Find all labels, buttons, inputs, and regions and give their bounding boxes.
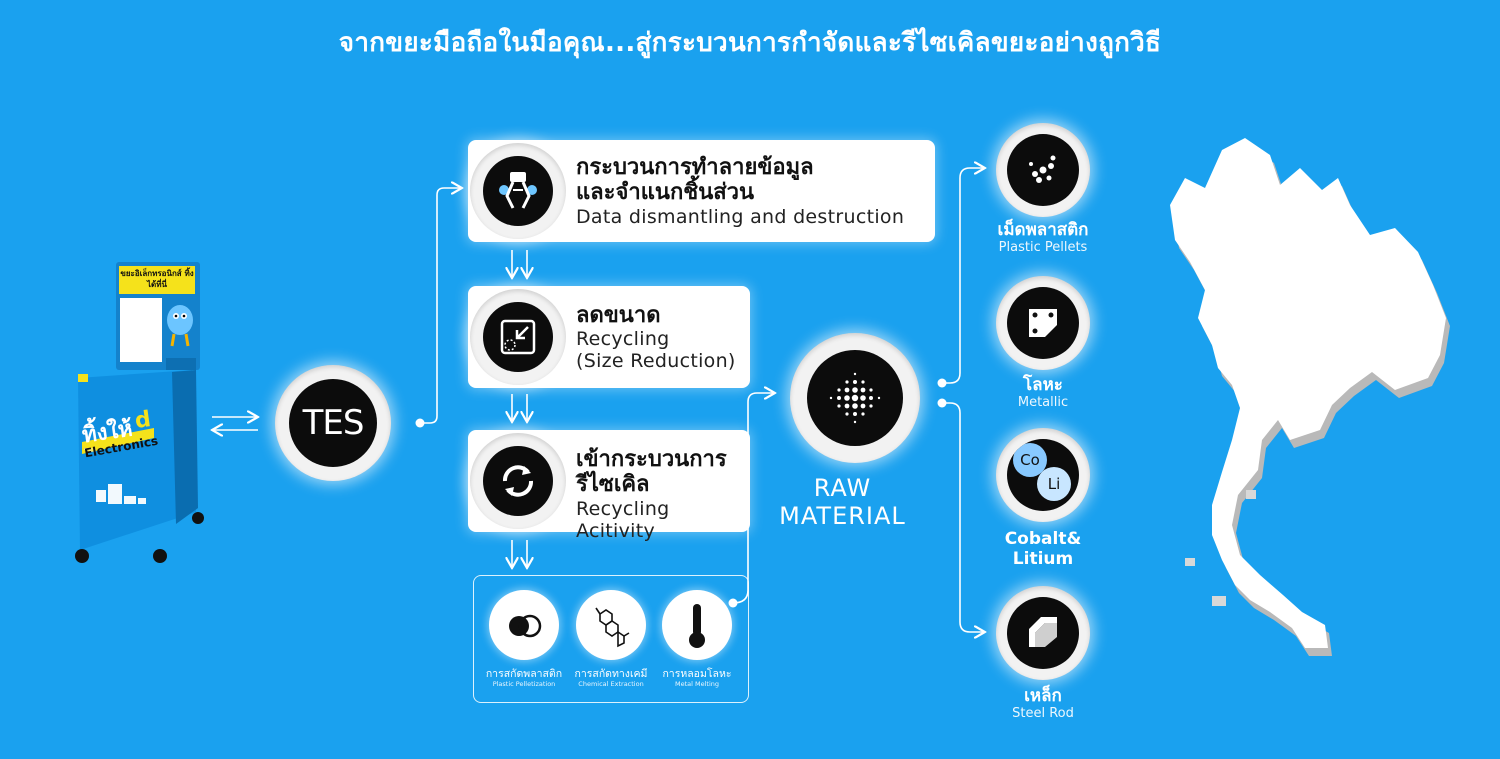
- page-title: จากขยะมือถือในมือคุณ...สู่กระบวนการกำจัด…: [338, 28, 1162, 58]
- bin-sign-text: ขยะอิเล็กทรอนิกส์ ทิ้งได้ที่นี่: [120, 269, 194, 289]
- method-node-plastic: [489, 590, 559, 660]
- process-title-th: กระบวนการทำลายข้อมูล และจำแนกชิ้นส่วน: [576, 155, 814, 205]
- output-node-metallic: [996, 276, 1090, 370]
- steel-rod-icon: [1029, 617, 1057, 647]
- method-node-metal: [662, 590, 732, 660]
- raw-to-steel-connector: [942, 402, 985, 632]
- process-node-recycling: [470, 433, 566, 529]
- bin-brand-small: ขยะ: [84, 446, 97, 454]
- raw-material-node: [790, 333, 920, 463]
- process-node-dismantling: [470, 143, 566, 239]
- cobalt-lithium-icon: Co Li: [1007, 439, 1079, 511]
- process-title-en: Recycling Acitivity: [576, 498, 670, 542]
- tes-label: TES: [302, 403, 365, 443]
- pellet-circles-icon: [509, 614, 542, 638]
- process-title-th: เข้ากระบวนการ รีไซเคิล: [576, 447, 727, 497]
- ewaste-bin: ขยะอิเล็กทรอนิกส์ ทิ้งได้ที่นี่ ขยะ ทิ้ง…: [72, 262, 212, 567]
- process-title-th: ลดขนาด: [576, 303, 661, 328]
- raw-to-pellets-connector: [942, 168, 985, 384]
- size-reduction-icon: [500, 319, 536, 355]
- dot-burst-icon: [829, 372, 881, 424]
- recycling-to-raw-connector: [732, 393, 775, 604]
- claw-icon: [499, 172, 537, 209]
- recycle-icon: [503, 465, 533, 497]
- bin-brand-d: d: [133, 407, 153, 434]
- tes-to-dismantling-connector: [420, 188, 462, 424]
- raw-material-label: RAW MATERIAL: [779, 474, 906, 530]
- method-label-chemical: การสกัดทางเคมีChemical Extraction: [574, 668, 648, 688]
- method-node-chemical: [576, 590, 646, 660]
- process-title-en: Data dismantling and destruction: [576, 206, 905, 228]
- output-label-cobalt-lithium: Cobalt& Litium: [1004, 529, 1082, 569]
- metal-plate-icon: [1029, 309, 1057, 337]
- process-title-en: Recycling (Size Reduction): [576, 328, 736, 372]
- output-node-plastic-pellets: [996, 123, 1090, 217]
- lithium-symbol: Li: [1037, 467, 1071, 501]
- thailand-map: [1170, 138, 1450, 656]
- cobalt-symbol: Co: [1013, 443, 1047, 477]
- output-node-steel-rod: [996, 586, 1090, 680]
- output-node-cobalt-lithium: Co Li: [996, 428, 1090, 522]
- process-node-size-reduction: [470, 289, 566, 385]
- molecule-icon: [595, 607, 630, 648]
- pellets-icon: [1029, 155, 1056, 183]
- tes-node: TES: [275, 365, 391, 481]
- thermometer-icon: [689, 604, 705, 648]
